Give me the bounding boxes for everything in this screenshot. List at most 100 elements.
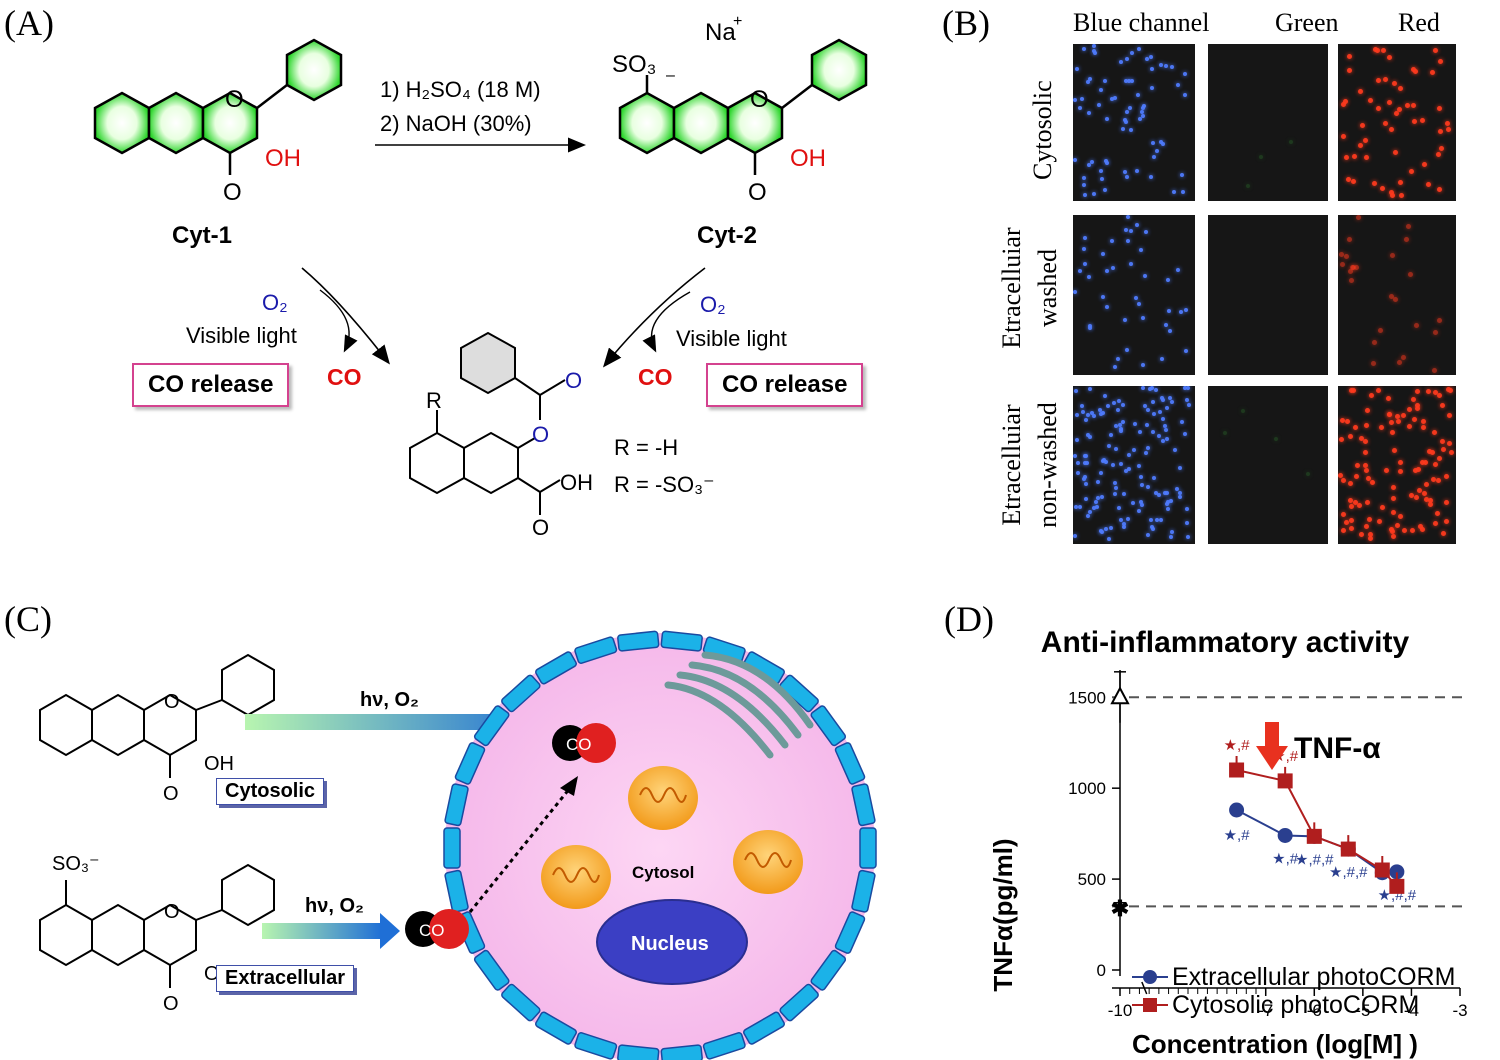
membrane-segment <box>810 705 847 747</box>
membrane-segment <box>779 983 819 1022</box>
co-right: CO <box>638 364 673 390</box>
membrane-segment <box>535 651 577 685</box>
membrane-segment <box>473 705 510 747</box>
data-point-cytosolic <box>1374 862 1390 878</box>
co-left: CO <box>327 364 362 390</box>
x-axis-label: Concentration (log[M] ) <box>1132 1029 1418 1059</box>
membrane-segment <box>473 949 510 991</box>
co-release-right: CO release <box>706 363 864 407</box>
data-point-extracellular <box>1229 802 1245 818</box>
row-label-cytosolic: Cytosolic <box>1028 80 1068 180</box>
membrane-segment <box>444 783 469 827</box>
data-point-extracellular <box>1277 827 1293 843</box>
membrane-segment <box>501 674 541 713</box>
significance-label: ★,#,# <box>1378 887 1417 904</box>
membrane-segment <box>617 630 660 652</box>
na-charge: + <box>733 13 742 30</box>
visible-light-right: Visible light <box>676 326 787 351</box>
row-label-nonwashed-line1: Etracelluiar <box>997 404 1026 526</box>
cyt2-ring-o: O <box>750 86 769 113</box>
tnf-down-arrow-shaft <box>1265 722 1279 748</box>
row-label-extracellular-nonwashed: Etracelluiar non-washed <box>994 385 1066 545</box>
membrane-segment <box>454 742 486 785</box>
keto-o-top: O <box>163 783 179 805</box>
ring-o-bottom: O <box>164 901 180 923</box>
membrane-segment <box>574 1032 618 1060</box>
significance-label: ★,# <box>1224 827 1251 844</box>
row-label-washed-line1: Etracelluiar <box>997 227 1026 349</box>
membrane-segment <box>743 1011 785 1045</box>
mitochondrion-3 <box>733 830 803 894</box>
r-group: R <box>426 388 442 413</box>
column-header-blue: Blue channel <box>1073 8 1210 37</box>
cell-membrane <box>443 630 877 1060</box>
column-header-green: Green <box>1275 8 1339 37</box>
co-molecule-bottom <box>405 909 469 949</box>
tag-extracellular: Extracellular <box>216 965 355 992</box>
data-point-extracellular <box>1389 864 1405 880</box>
membrane-segment <box>443 827 461 869</box>
control-point-basal: ✱ <box>1111 896 1129 921</box>
reaction-step-2: 2) NaOH (30%) <box>380 111 532 136</box>
hv-o2-top: hν, O₂ <box>360 689 419 711</box>
reaction-step-1: 1) H₂SO₄ (18 M) <box>380 77 541 102</box>
nucleus <box>596 899 748 985</box>
ring-o-top: O <box>164 691 180 713</box>
acid-oh: OH <box>560 470 593 495</box>
r-equals-so3: R = -SO₃⁻ <box>614 472 715 497</box>
x-tick-label: -5 <box>1355 1001 1370 1020</box>
cyt1-keto-o: O <box>223 179 242 206</box>
panel-label-c: (C) <box>4 599 52 639</box>
panel-label-a: (A) <box>4 3 54 43</box>
co-bottom-label: CO <box>419 921 445 940</box>
tnf-down-arrow-head <box>1256 746 1288 770</box>
significance-label: ★,#,# <box>1295 851 1334 868</box>
cyt2-label: Cyt-2 <box>697 222 757 249</box>
micrograph-r2-c1 <box>1073 215 1195 375</box>
cyt2-oh: OH <box>790 145 826 172</box>
legend-label: Extracellular photoCORM <box>1172 963 1455 991</box>
diffusion-arrow <box>468 787 572 913</box>
row-label-extracellular-washed: Etracelluiar washed <box>994 208 1066 368</box>
golgi-apparatus <box>664 651 814 759</box>
membrane-segment <box>535 1011 577 1045</box>
x-tick-label: -4 <box>1404 1001 1419 1020</box>
membrane-segment <box>859 827 877 869</box>
panel-label-b: (B) <box>942 3 990 43</box>
y-tick-label: 1500 <box>1068 688 1106 707</box>
data-point-cytosolic <box>1229 762 1245 778</box>
y-tick-label: 1000 <box>1068 779 1106 798</box>
ester-carbonyl-o: O <box>565 368 582 393</box>
oh-top: OH <box>204 753 234 775</box>
significance-label: ★,#,# <box>1329 864 1368 881</box>
micrograph-r2-c2 <box>1208 215 1328 375</box>
light-arrow-top <box>245 714 545 730</box>
cytosol-label: Cytosol <box>632 863 694 882</box>
membrane-segment <box>834 911 866 954</box>
panel-label-d: (D) <box>944 599 994 639</box>
significance-label: ★,# <box>1224 737 1251 754</box>
micrograph-r1-c2 <box>1208 44 1328 201</box>
acid-o: O <box>532 515 549 540</box>
membrane-segment <box>702 1032 746 1060</box>
row-label-cytosolic-text: Cytosolic <box>1028 80 1057 180</box>
hv-o2-bottom: hν, O₂ <box>305 895 364 917</box>
micrograph-r3-c1 <box>1073 386 1195 544</box>
data-point-cytosolic <box>1389 878 1405 894</box>
cyt1-label: Cyt-1 <box>172 222 232 249</box>
micrograph-r3-c3 <box>1338 386 1456 544</box>
axis-break <box>1141 981 1148 995</box>
membrane-segment <box>851 869 876 913</box>
product-structure <box>409 331 566 515</box>
o2-left: O₂ <box>262 290 288 315</box>
membrane-segment <box>574 636 618 664</box>
so3-bottom: SO₃⁻ <box>52 853 100 875</box>
r-equals-h: R = -H <box>614 435 678 460</box>
column-header-red: Red <box>1398 8 1440 37</box>
scheme-c: O O OH hν, O₂ SO₃⁻ O O OH hν, O₂ Nucleus… <box>39 630 877 1060</box>
cyt1-structure <box>93 38 343 175</box>
tag-cytosolic: Cytosolic <box>216 778 325 805</box>
o2-right: O₂ <box>700 292 726 317</box>
membrane-segment <box>810 949 847 991</box>
membrane-segment <box>444 869 469 913</box>
